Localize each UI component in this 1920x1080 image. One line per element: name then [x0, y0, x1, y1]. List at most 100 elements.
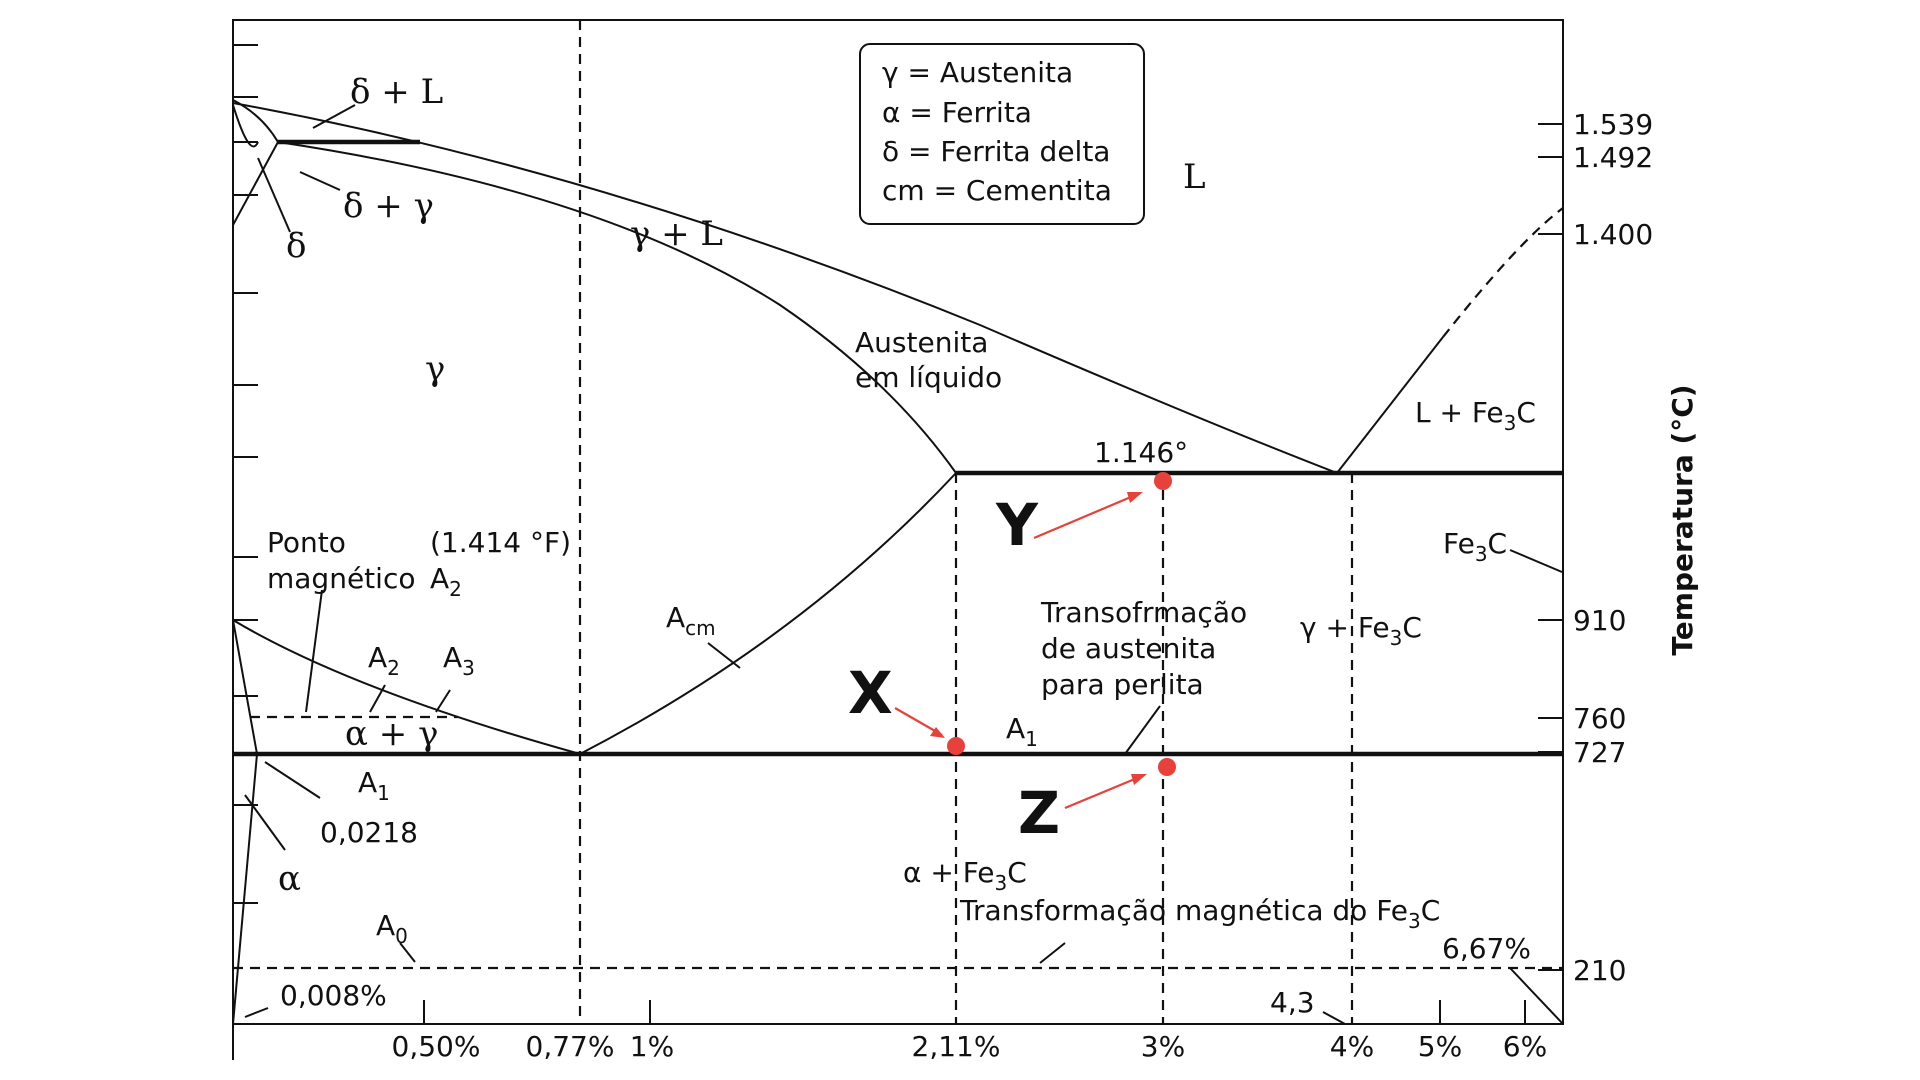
x-tick-050: 0,50%: [392, 1030, 481, 1063]
region-L-Fe3C-C: C: [1516, 396, 1536, 429]
svg-text:A1: A1: [1006, 712, 1038, 751]
magnetic-transformation-sub: 3: [1408, 909, 1421, 933]
svg-text:A2: A2: [430, 562, 462, 601]
region-austenita-liquido-1: Austenita: [855, 326, 988, 359]
label-A3-sub: 3: [462, 656, 475, 680]
region-Fe3C-text: Fe: [1443, 527, 1475, 560]
label-A1-left: A1: [358, 766, 390, 805]
region-delta: δ: [286, 226, 306, 266]
eutectic-temp-label: 1.146°: [1094, 436, 1188, 469]
region-delta-gamma: δ + γ: [343, 186, 434, 226]
transformation-label-2: de austenita: [1041, 632, 1216, 665]
magnetic-transformation-label: Transformação magnética do Fe3C: [959, 894, 1440, 933]
x-tick-5: 5%: [1418, 1030, 1462, 1063]
bottom-axis-ticks: [232, 1000, 1526, 1060]
legend-line-gamma: γ = Austenita: [882, 56, 1073, 89]
bottom-axis-labels: 0,50% 0,77% 1% 2,11% 3% 4% 5% 6%: [392, 1030, 1548, 1063]
label-Acm: Acm: [666, 601, 716, 640]
y-tick-1400: 1.400: [1573, 218, 1653, 251]
x-tick-3: 3%: [1141, 1030, 1185, 1063]
region-gamma-L: γ + L: [630, 214, 723, 254]
ponto-label: Ponto: [267, 526, 346, 559]
svg-text:A0: A0: [376, 909, 408, 948]
region-gamma-Fe3C-text: γ + Fe: [1300, 611, 1390, 644]
transformation-label-3: para perlita: [1041, 668, 1204, 701]
y-tick-1492: 1.492: [1573, 141, 1653, 174]
label-A2-ponto: A2: [430, 562, 462, 601]
composition-008: 0,008%: [280, 979, 387, 1012]
point-Y-group: Y: [995, 472, 1172, 559]
y-axis-title: Temperatura (°C): [1666, 384, 1699, 655]
region-alpha-Fe3C-C: C: [1007, 856, 1027, 889]
point-X-label: X: [848, 659, 893, 727]
region-L-Fe3C-sub: 3: [1504, 411, 1517, 435]
x-tick-077: 0,77%: [526, 1030, 615, 1063]
point-X-arrowhead: [930, 727, 945, 738]
label-A2: A2: [368, 641, 400, 680]
point-Y-label: Y: [995, 491, 1039, 559]
y-tick-210: 210: [1573, 954, 1626, 987]
legend-line-cm: cm = Cementita: [882, 174, 1112, 207]
legend-line-delta: δ = Ferrita delta: [882, 135, 1110, 168]
region-gamma: γ: [425, 349, 445, 389]
region-Fe3C: Fe3C: [1443, 527, 1507, 566]
region-gamma-Fe3C-C: C: [1402, 611, 1422, 644]
magnetico-label: magnético: [267, 562, 415, 595]
plot-frame: [232, 19, 1564, 1025]
label-A1-right-A: A: [1006, 712, 1025, 745]
left-axis-ticks: [233, 44, 258, 904]
point-Z-marker: [1158, 758, 1176, 776]
svg-text:γ + Fe3C: γ + Fe3C: [1300, 611, 1422, 650]
point-Z-group: Z: [1018, 758, 1176, 847]
label-Acm-sub: cm: [685, 616, 715, 640]
region-alpha-Fe3C: α + Fe3C: [903, 856, 1027, 895]
label-A0: A0: [376, 909, 408, 948]
region-Fe3C-C: C: [1488, 527, 1508, 560]
point-Z-arrow: [1064, 774, 1143, 810]
region-L-Fe3C-text: L + Fe: [1415, 396, 1504, 429]
point-X-marker: [947, 737, 965, 755]
svg-text:α + Fe3C: α + Fe3C: [903, 856, 1027, 895]
y-tick-1539: 1.539: [1573, 108, 1653, 141]
label-A1-left-A: A: [358, 766, 377, 799]
svg-text:L + Fe3C: L + Fe3C: [1415, 396, 1536, 435]
label-A0-A: A: [376, 909, 395, 942]
label-A1-right: A1: [1006, 712, 1038, 751]
right-axis-labels: 1.539 1.492 1.400 910 760 727 210: [1573, 108, 1653, 987]
region-austenita-liquido-2: em líquido: [855, 361, 1002, 394]
region-L-Fe3C: L + Fe3C: [1415, 396, 1536, 435]
fahrenheit-label: (1.414 °F): [430, 526, 571, 559]
region-alpha-Fe3C-sub: 3: [995, 871, 1008, 895]
region-alpha-gamma: α + γ: [345, 714, 438, 754]
label-A2-ponto-A: A: [430, 562, 449, 595]
composition-0218: 0,0218: [320, 816, 418, 849]
label-Acm-A: A: [666, 601, 685, 634]
magnetic-transformation-text: Transformação magnética do Fe: [959, 894, 1408, 927]
phase-boundaries: [232, 99, 1444, 1025]
point-Y-arrowhead: [1127, 492, 1143, 503]
x-tick-6: 6%: [1503, 1030, 1547, 1063]
legend: γ = Austenita α = Ferrita δ = Ferrita de…: [882, 56, 1112, 207]
point-Z-label: Z: [1018, 779, 1060, 847]
region-alpha-Fe3C-text: α + Fe: [903, 856, 995, 889]
dashed-liquidus-cementite: [1442, 207, 1564, 338]
svg-text:Transformação magnética do Fe3: Transformação magnética do Fe3C: [959, 894, 1440, 933]
svg-text:A3: A3: [443, 641, 475, 680]
svg-text:A1: A1: [358, 766, 390, 805]
magnetic-transformation-C: C: [1421, 894, 1441, 927]
transformation-label-1: Transofrmação: [1040, 596, 1247, 629]
point-Z-arrowhead: [1131, 774, 1147, 785]
region-alpha: α: [278, 859, 301, 899]
region-gamma-Fe3C-sub: 3: [1390, 626, 1403, 650]
label-A1-left-sub: 1: [377, 781, 390, 805]
composition-43: 4,3: [1270, 986, 1315, 1019]
y-tick-910: 910: [1573, 604, 1626, 637]
label-A1-right-sub: 1: [1025, 727, 1038, 751]
region-Fe3C-sub: 3: [1475, 542, 1488, 566]
composition-667: 6,67%: [1442, 932, 1531, 965]
svg-text:Acm: Acm: [666, 601, 716, 640]
region-delta-L: δ + L: [350, 72, 443, 112]
region-liquid: L: [1183, 157, 1206, 197]
legend-line-alpha: α = Ferrita: [882, 96, 1032, 129]
